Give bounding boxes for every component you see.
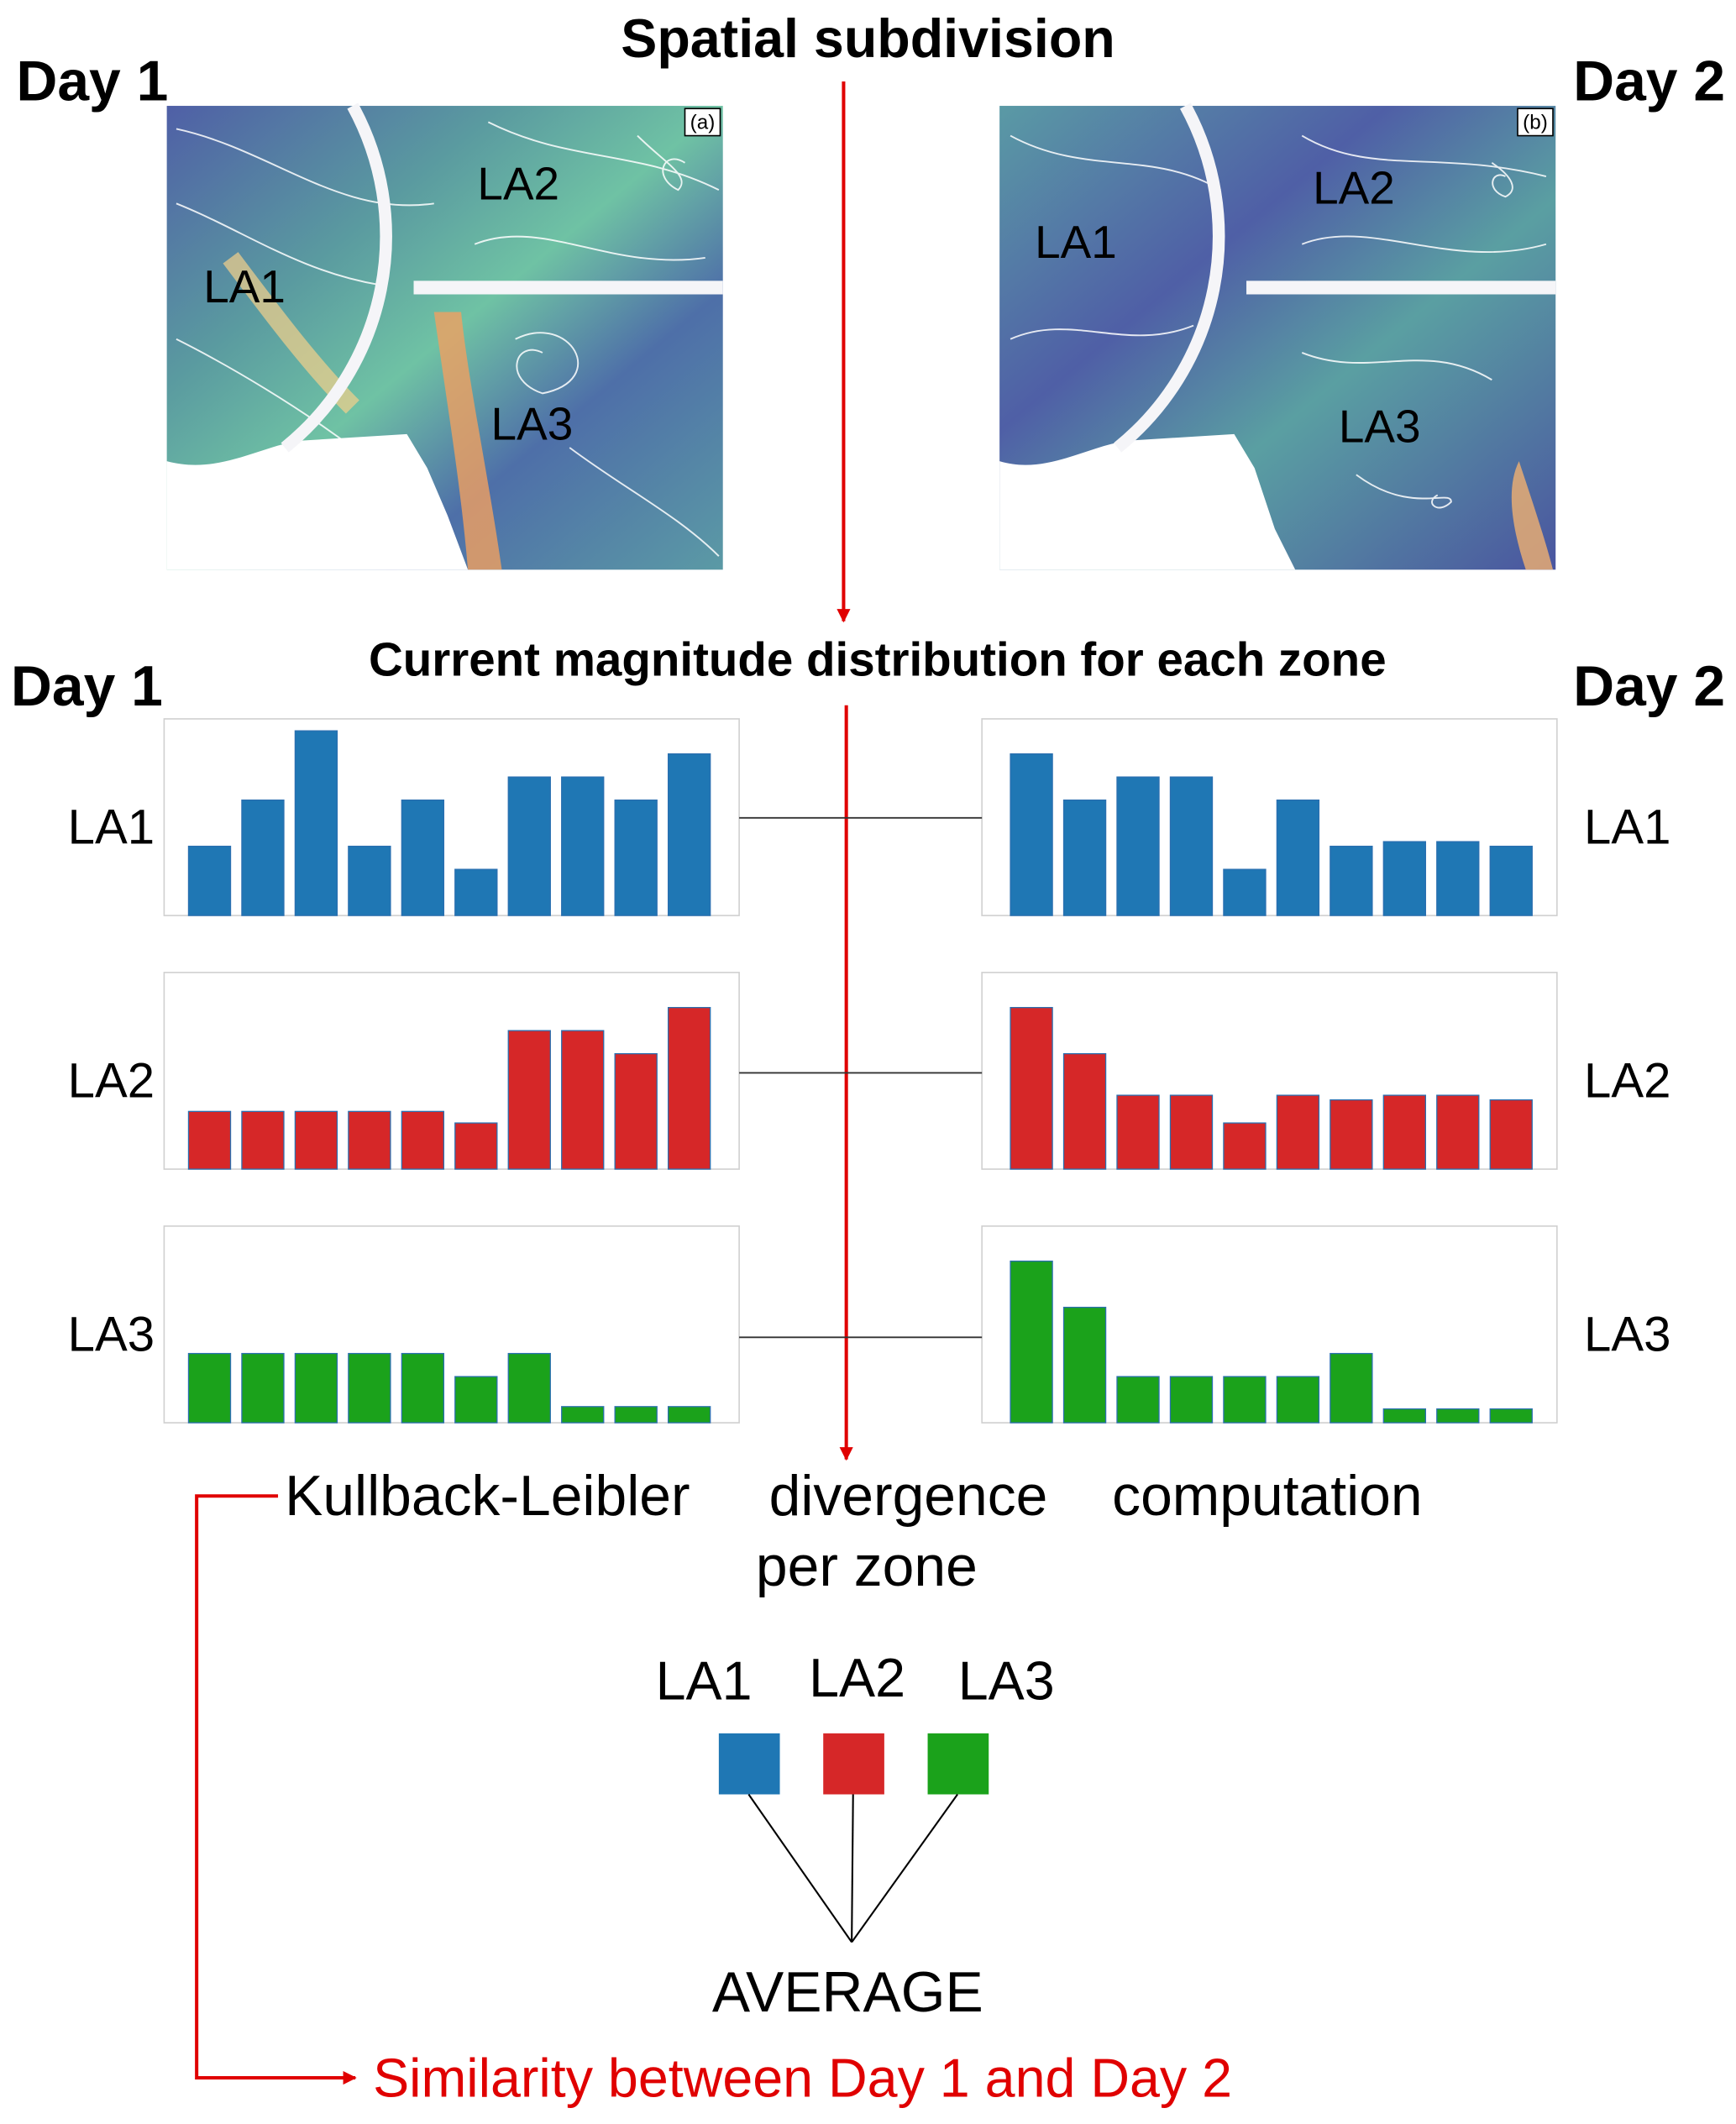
bar: [561, 1406, 605, 1424]
bar: [1062, 1052, 1107, 1170]
bar: [241, 1110, 285, 1170]
bar: [561, 776, 605, 916]
zone-label-la1: LA1: [656, 1650, 753, 1711]
bar: [187, 1110, 232, 1170]
map-zone-label: LA1: [203, 260, 286, 312]
bar: [1382, 1408, 1427, 1424]
bar: [1062, 799, 1107, 916]
bar: [454, 1376, 498, 1424]
map-zone-label: LA3: [1339, 401, 1421, 453]
bar: [454, 1122, 498, 1170]
bar: [561, 1030, 605, 1170]
map-zone-label: LA3: [491, 397, 574, 449]
bar: [1062, 1306, 1107, 1424]
bar: [507, 1030, 551, 1170]
bar: [667, 753, 711, 916]
bar: [348, 845, 391, 916]
chart-zone-label: LA3: [68, 1307, 155, 1361]
bar: [507, 776, 551, 916]
figure-title: Spatial subdivision: [621, 8, 1115, 69]
map-panel-tag: (a): [690, 111, 716, 134]
bar: [1436, 1408, 1480, 1424]
bar: [1010, 753, 1053, 916]
zone-label-la2: LA2: [809, 1648, 905, 1708]
kl-word-2: divergence: [769, 1465, 1048, 1528]
bar: [1223, 868, 1267, 916]
bar: [1382, 1094, 1427, 1170]
chart-zone-label: LA3: [1584, 1307, 1670, 1361]
bar: [1489, 1408, 1533, 1424]
bar: [1010, 1006, 1053, 1170]
bar: [1436, 1094, 1480, 1170]
bar: [1276, 1376, 1320, 1424]
bar: [454, 868, 498, 916]
bar: [294, 1110, 338, 1170]
bar: [1330, 1099, 1373, 1170]
bar: [401, 799, 445, 916]
bar: [187, 1352, 232, 1424]
zone-square-la2: [823, 1733, 884, 1795]
map-day2: (b) LA1 LA2 LA3: [999, 102, 1556, 570]
map-zone-label: LA2: [477, 157, 559, 209]
average-connectors: [747, 1793, 958, 1943]
bar: [1116, 1094, 1160, 1170]
bar: [1330, 845, 1373, 916]
bar: [187, 845, 232, 916]
bar: [1116, 1376, 1160, 1424]
map-zone-label: LA2: [1313, 161, 1395, 213]
zone-square-la3: [927, 1733, 989, 1795]
bar: [294, 730, 338, 916]
chart-zone-label: LA1: [1584, 800, 1670, 855]
bar: [614, 1052, 658, 1170]
bar: [1223, 1122, 1267, 1170]
bar: [667, 1006, 711, 1170]
chart-zone-label: LA1: [68, 800, 155, 855]
map-zone-label: LA1: [1035, 216, 1117, 268]
bar: [1489, 845, 1533, 916]
result-text: Similarity between Day 1 and Day 2: [373, 2048, 1232, 2109]
average-label: AVERAGE: [712, 1961, 983, 2024]
day2-label-mid: Day 2: [1573, 655, 1725, 718]
bar: [1169, 1376, 1214, 1424]
bar: [241, 1352, 285, 1424]
map-panel-tag: (b): [1523, 111, 1548, 134]
zone-square-la1: [718, 1733, 780, 1795]
map-day1: (a) LA1 LA2 LA3: [166, 102, 723, 570]
kl-word-3: computation: [1112, 1465, 1422, 1528]
zone-label-la3: LA3: [958, 1650, 1055, 1711]
bar: [614, 799, 658, 916]
bar: [1276, 1094, 1320, 1170]
bar: [1382, 841, 1427, 916]
bar: [1489, 1099, 1533, 1170]
bar: [507, 1352, 551, 1424]
bar: [1010, 1260, 1053, 1424]
bar: [1223, 1376, 1267, 1424]
bar: [348, 1352, 391, 1424]
bar: [1169, 1094, 1214, 1170]
bar: [294, 1352, 338, 1424]
kl-line-2: per zone: [756, 1535, 978, 1598]
result-arrow: [195, 1494, 357, 2085]
bar: [1116, 776, 1160, 916]
day2-label-top: Day 2: [1573, 50, 1725, 113]
chart-zone-label: LA2: [1584, 1053, 1670, 1108]
bar: [401, 1352, 445, 1424]
chart-zone-label: LA2: [68, 1053, 155, 1108]
bar: [667, 1406, 711, 1424]
bar: [1276, 799, 1320, 916]
bar: [1436, 841, 1480, 916]
bar: [348, 1110, 391, 1170]
day1-label-top: Day 1: [16, 50, 168, 113]
bar: [401, 1110, 445, 1170]
bar: [1169, 776, 1214, 916]
bar: [241, 799, 285, 916]
distribution-title: Current magnitude distribution for each …: [369, 632, 1387, 685]
day1-label-mid: Day 1: [11, 655, 163, 718]
bar: [614, 1406, 658, 1424]
bar: [1330, 1352, 1373, 1424]
kl-word-1: Kullback-Leibler: [285, 1465, 690, 1528]
